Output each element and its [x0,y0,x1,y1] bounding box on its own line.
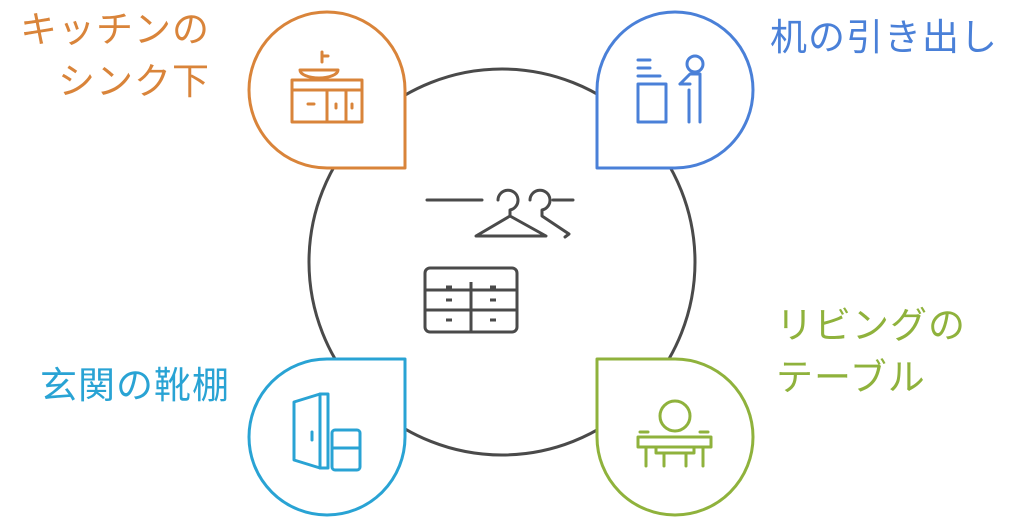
desk-node [595,10,755,170]
door-and-shoe-cabinet-icon [292,392,362,472]
center-ring [307,67,697,457]
kitchen-label: キッチンの シンク下 [20,4,210,108]
kitchen-label-line-2: シンク下 [58,60,210,103]
desk-with-person-icon [636,54,705,124]
entrance-node [247,357,407,517]
chest-of-drawers-icon [423,266,519,334]
desk-label: 机の引き出し [770,12,998,64]
living-label: リビングの テーブル [776,300,966,404]
kitchen-sink-cabinet-icon [290,50,364,124]
person-at-table-icon [636,399,713,468]
kitchen-label-line-1: キッチンの [20,8,210,51]
living-label-line-1: リビングの [776,304,966,347]
entrance-label: 玄関の靴棚 [40,360,230,412]
living-node [595,357,755,517]
clothes-hangers-icon [425,188,575,239]
desk-label-line-1: 机の引き出し [770,16,998,59]
kitchen-node [247,10,407,170]
entrance-label-line-1: 玄関の靴棚 [40,364,230,407]
living-label-line-2: テーブル [776,356,926,399]
